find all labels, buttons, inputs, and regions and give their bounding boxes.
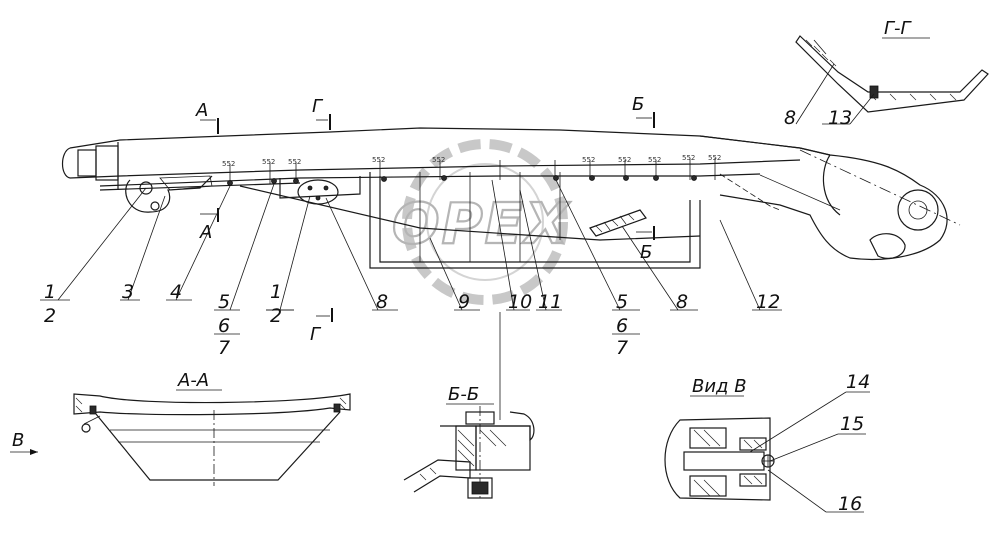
- part-label-15: 15: [840, 413, 864, 435]
- part-label-12: 12: [756, 291, 780, 313]
- svg-text:552: 552: [288, 158, 301, 166]
- view-arrow-label: В: [12, 430, 24, 451]
- svg-text:552: 552: [222, 160, 235, 168]
- main-assembly: 552 552 552 552 552 552 552 552 552 552: [40, 94, 961, 359]
- view-arrow-v: В: [10, 430, 38, 455]
- svg-text:552: 552: [682, 154, 695, 162]
- svg-text:А: А: [195, 100, 208, 121]
- cut-marker-g-bottom: Г: [310, 308, 333, 345]
- section-title-vid-v: Вид В: [692, 376, 747, 397]
- section-a-a: А-А: [73, 370, 351, 486]
- part-label-2b: 2: [270, 305, 282, 327]
- section-b-b: Б-Б: [403, 312, 535, 499]
- part-label-8b: 8: [676, 291, 688, 313]
- cut-marker-a-bottom: А: [199, 208, 219, 243]
- watermark: OPEX: [391, 139, 571, 305]
- part-label-1b: 1: [270, 281, 282, 303]
- watermark-text: OPEX: [392, 192, 571, 257]
- svg-text:552: 552: [708, 154, 721, 162]
- cut-marker-a-top: А: [195, 100, 219, 134]
- svg-text:552: 552: [618, 156, 631, 164]
- cut-marker-b-top: Б: [632, 94, 655, 128]
- svg-text:Б: Б: [640, 242, 652, 263]
- svg-text:552: 552: [432, 156, 445, 164]
- part-label-14: 14: [846, 371, 870, 393]
- part-label-8: 8: [376, 291, 388, 313]
- svg-text:552: 552: [582, 156, 595, 164]
- section-title-a-a: А-А: [177, 370, 209, 391]
- part-label-6: 6: [218, 315, 230, 337]
- bolt-row: 552 552 552 552 552 552 552 552 552 552: [222, 154, 721, 186]
- svg-text:552: 552: [262, 158, 275, 166]
- cut-marker-g-top: Г: [312, 96, 331, 130]
- svg-text:Б: Б: [632, 94, 644, 115]
- svg-text:552: 552: [372, 156, 385, 164]
- nut-row: [227, 175, 697, 186]
- section-title-g-g: Г-Г: [884, 18, 913, 39]
- part-label-5: 5: [218, 291, 230, 313]
- leader-lines: [40, 179, 782, 335]
- svg-text:Г: Г: [312, 96, 324, 117]
- part-label-8-gg: 8: [784, 107, 796, 129]
- svg-text:А: А: [199, 222, 212, 243]
- svg-text:Г: Г: [310, 324, 322, 345]
- part-label-2: 2: [44, 305, 56, 327]
- part-label-7b: 7: [616, 337, 628, 359]
- part-label-3: 3: [122, 281, 134, 303]
- part-label-9: 9: [458, 291, 470, 313]
- svg-text:552: 552: [648, 156, 661, 164]
- part-label-4: 4: [170, 281, 182, 303]
- part-label-7: 7: [218, 337, 230, 359]
- part-label-6b: 6: [616, 315, 628, 337]
- section-g-g: Г-Г 8 13: [784, 18, 989, 129]
- part-label-5b: 5: [616, 291, 628, 313]
- part-label-10: 10: [508, 291, 532, 313]
- view-v: Вид В 14 15 16: [664, 371, 870, 515]
- cut-marker-b-bottom: Б: [636, 226, 655, 263]
- part-label-16: 16: [838, 493, 862, 515]
- part-label-1: 1: [44, 281, 56, 303]
- section-title-b-b: Б-Б: [448, 384, 479, 405]
- part-label-13: 13: [828, 107, 852, 129]
- part-label-11: 11: [538, 291, 562, 313]
